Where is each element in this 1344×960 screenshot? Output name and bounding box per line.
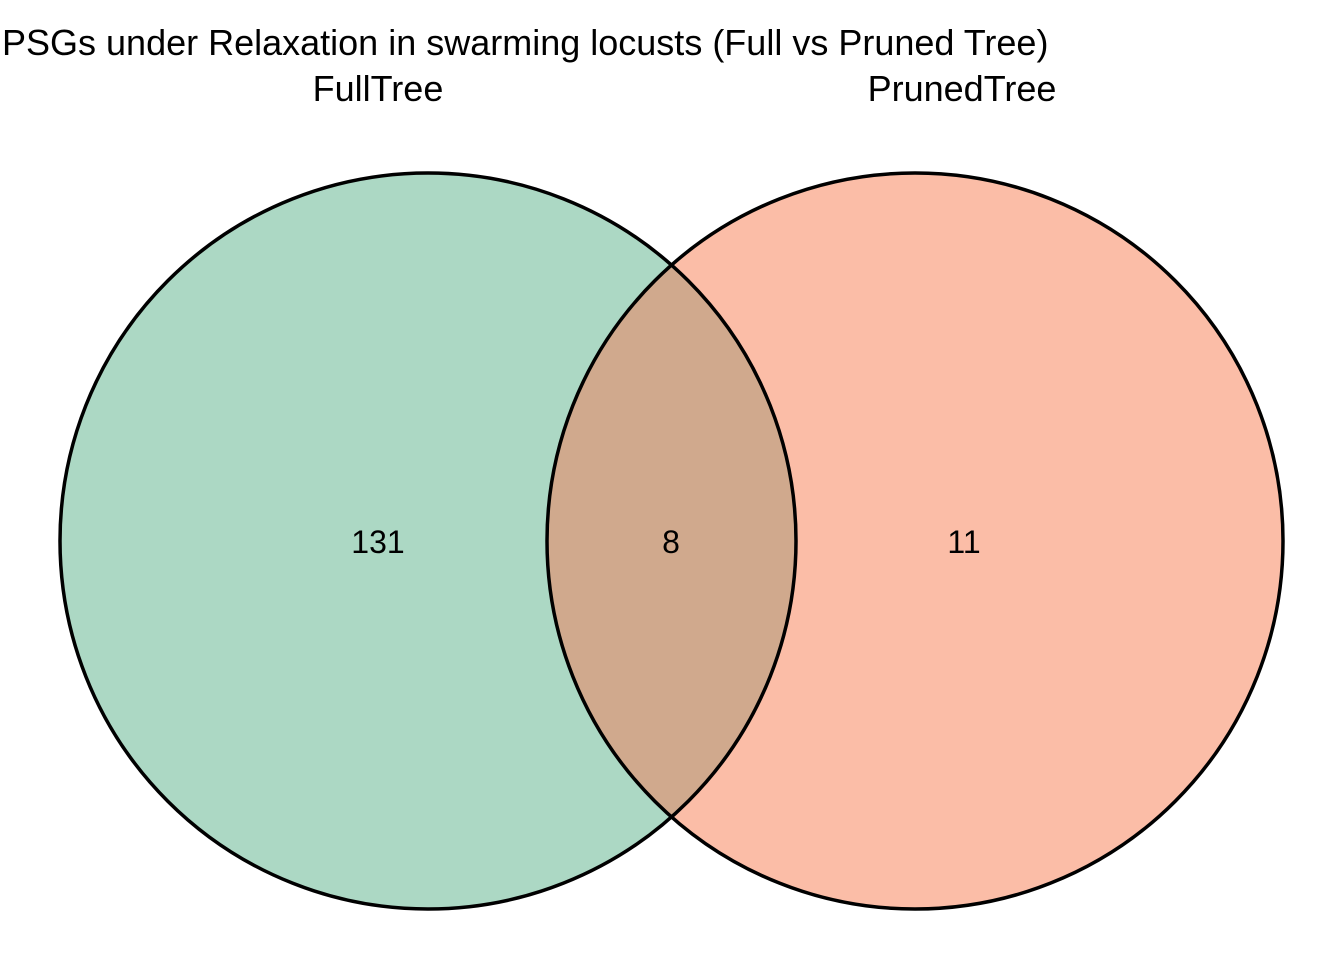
fulltree-circle-outline (58, 171, 798, 911)
fulltree-unique-count: 131 (351, 524, 404, 560)
chart-title: PSGs under Relaxation in swarming locust… (2, 22, 1048, 63)
prunedtree-unique-count: 11 (947, 524, 980, 560)
venn-outlines (58, 171, 1285, 911)
overlap-count: 8 (662, 524, 680, 560)
prunedtree-set-label: PrunedTree (868, 68, 1057, 109)
venn-regions (60, 173, 1283, 909)
overlap-region (547, 173, 796, 909)
fulltree-set-label: FullTree (313, 68, 444, 109)
prunedtree-circle-outline (545, 171, 1285, 911)
